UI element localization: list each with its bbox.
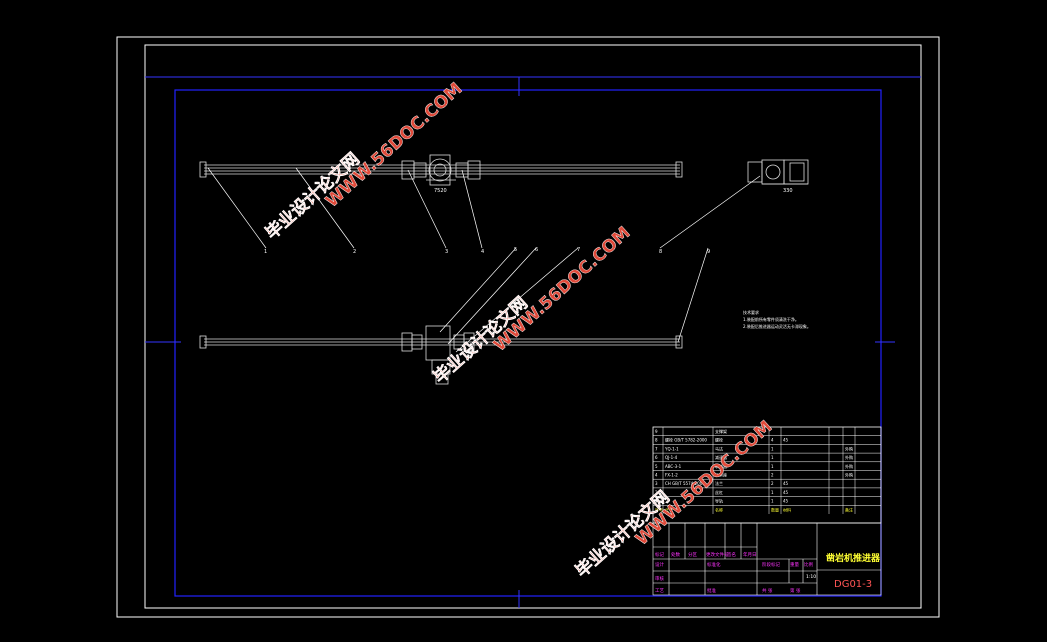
bom-cell-code: 螺栓 GB/T 5782-2000 [665,437,707,443]
bom-cell-code: QJ-1-4 [665,455,678,460]
bom-cell-qty: 1 [771,455,774,460]
technical-notes: 技术要求 1.装配前所有零件须清洗干净。 2.装配后推进器运动灵活无卡滞现象。 [743,309,811,329]
tb-scale-value: 1:10 [806,574,816,580]
bom-header-note: 备注 [845,506,853,512]
tb-reviewer: 审核 [655,575,664,582]
title-block-text: 标记 处数 分区 更改文件号 签名 年月日 设计 标准化 阶段标记 重量 比例 … [655,551,816,594]
title-block [652,522,882,596]
bom-cell-note: 外购 [845,463,853,469]
bom-header-code: 代号 [665,506,673,512]
tb-change-doc: 更改文件号 [706,551,729,558]
sheet-border [144,44,922,609]
side-view [747,159,809,185]
drawing-number: DG01-3 [834,579,872,590]
watermarks: 毕业设计论文网 WWW.56DOC.COM 毕业设计论文网 WWW.56DOC.… [261,79,776,582]
balloon-9: 9 [707,249,710,255]
tb-approve: 批准 [707,587,716,594]
bom-cell-no: 2 [655,490,658,495]
bom-cell-mat: 45 [783,490,789,495]
bom-cell-no: 5 [655,464,658,469]
bom-cell-name: 螺栓 [715,437,723,443]
bom-cell-no: 3 [655,481,658,486]
bom-header-no: 序号 [655,506,663,512]
balloon-3: 3 [445,249,448,255]
tb-signature: 签名 [727,551,736,558]
tb-sheet-no: 第 张 [790,587,801,594]
tb-designer: 设计 [655,561,664,568]
tb-zone: 分区 [688,551,697,558]
tb-standardized: 标准化 [707,561,721,568]
bom-cell-qty: 4 [771,438,774,443]
bom-cell-note: 外购 [845,472,853,478]
notes-line-2: 2.装配后推进器运动灵活无卡滞现象。 [743,323,811,329]
dimension-side: 330 [783,188,793,194]
top-view [199,154,683,186]
bom-cell-mat: 45 [783,438,789,443]
bom-cell-qty: 2 [771,473,774,478]
tb-scale: 比例 [804,561,813,568]
tb-weight: 重量 [790,561,799,568]
bom-cell-qty: 1 [771,499,774,504]
bom-cell-mat: 45 [783,499,789,504]
bom-cell-mat: 45 [783,481,789,486]
tb-date: 年月日 [743,551,757,558]
bom-cell-code: FX-1-2 [665,473,678,478]
bom-cell-name: 减速器 [715,454,727,460]
notes-heading: 技术要求 [743,309,759,315]
bom-cell-code: YQ-1-1 [664,446,679,451]
bom-cell-qty: 2 [771,481,774,486]
balloon-5: 5 [514,247,517,253]
tb-process: 工艺 [655,588,664,594]
balloon-1: 1 [264,249,267,255]
tb-count: 处数 [671,551,680,558]
bom-cell-name: 导轨 [715,498,723,504]
bom-cell-name: 轴承座 [715,472,727,478]
bom-cell-name: 法兰 [715,480,723,486]
tb-sheet-total: 共 张 [762,587,773,594]
notes-line-1: 1.装配前所有零件须清洗干净。 [743,316,799,322]
bom-cell-code: ABC-3-1 [665,464,682,469]
balloon-8: 8 [659,249,662,255]
bom-header-mat: 材料 [783,506,791,512]
bom-cell-code: CH GB/T 5574-2000 [665,481,705,486]
tb-marks: 标记 [655,551,664,558]
bom-cell-no: 8 [655,438,658,443]
bom-header-name: 名称 [715,506,723,512]
bom-cell-no: 1 [655,499,658,504]
bom-cell-qty: 1 [771,490,774,495]
balloon-6: 6 [535,247,538,253]
balloons: 1 2 3 4 5 6 7 8 9 [264,247,710,255]
dimension-main: 7520 [434,188,447,194]
bom-cell-no: 4 [655,473,658,478]
tb-stage-mark: 阶段标记 [762,561,780,568]
bom-cell-no: 6 [655,455,658,460]
bom-cell-qty: 1 [771,446,774,451]
bom-cell-name: 联轴器 [715,463,727,469]
bom-cell-qty: 1 [771,464,774,469]
bom-cell-note: 外购 [845,445,853,451]
bom-cell-no: 7 [655,446,658,451]
bom-cell-name: 丝杠 [715,489,723,495]
watermark-url-2: WWW.56DOC.COM [490,223,634,356]
bom-cell-name: 马达 [715,445,723,451]
front-view [199,325,683,385]
bom-header-qty: 数量 [771,506,779,512]
outer-frame [116,36,940,618]
balloon-7: 7 [577,247,580,253]
balloon-2: 2 [353,249,356,255]
drawing-frame [174,89,882,597]
leader-lines [207,167,761,353]
drawing-title: 凿岩机推进器 [826,552,881,564]
balloon-4: 4 [481,249,484,255]
bom-cell-no: 9 [655,429,658,434]
bom-cell-note: 外购 [845,454,853,460]
bom-cell-name: 支撑架 [715,428,727,434]
center-marks [145,77,895,608]
